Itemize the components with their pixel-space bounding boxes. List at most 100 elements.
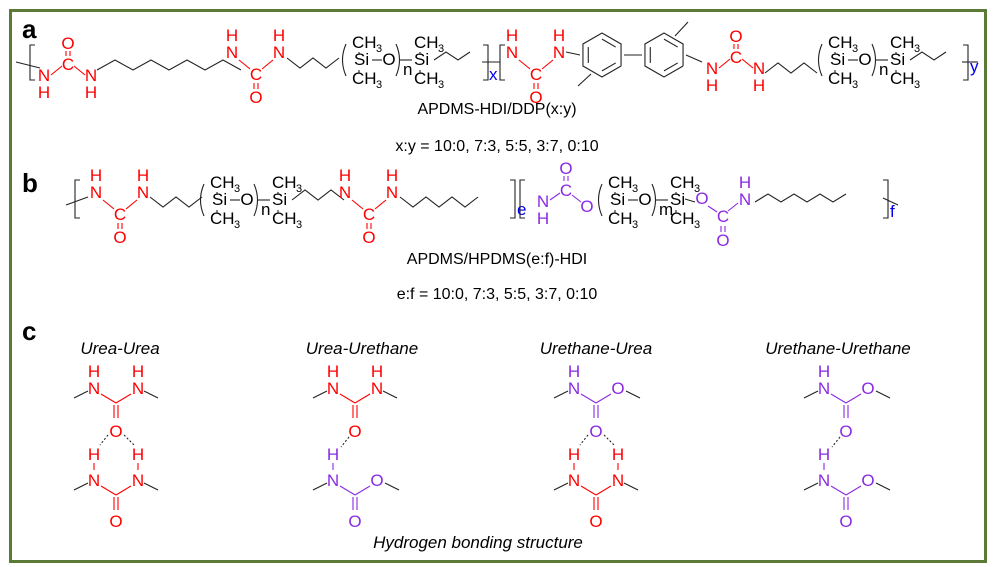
bond [623, 482, 639, 491]
subscript-x: x [489, 65, 498, 84]
subscript-3: 3 [376, 79, 382, 91]
silicon: Si [212, 190, 227, 209]
bond [382, 390, 398, 399]
alkyl-chain [433, 51, 471, 61]
bond [65, 196, 89, 206]
bond [727, 202, 739, 212]
bond [354, 485, 371, 496]
methyl-label: CH [414, 69, 439, 88]
subscript-3: 3 [296, 183, 302, 195]
bond [830, 393, 847, 404]
nitrogen: N [226, 43, 238, 62]
subscript-3: 3 [438, 79, 444, 91]
bond [718, 58, 731, 69]
bond [741, 58, 754, 69]
carbon: C [560, 181, 572, 200]
panel-label-b: b [22, 168, 38, 198]
silicon: Si [414, 50, 429, 69]
oxygen: O [249, 88, 262, 107]
bond [100, 485, 117, 496]
methyl-label: CH [670, 209, 695, 228]
alkyl-chain [286, 57, 340, 69]
oxygen: O [716, 231, 729, 250]
bond [312, 390, 328, 399]
bond [339, 485, 356, 496]
bond [115, 485, 132, 496]
methyl-label: CH [210, 173, 235, 192]
panel-label-c: c [22, 316, 36, 346]
nitrogen: N [537, 192, 549, 211]
bond [580, 393, 597, 404]
nitrogen: N [386, 183, 398, 202]
bond [875, 482, 891, 491]
hydrogen: H [537, 209, 549, 228]
oxygen: O [611, 379, 624, 398]
oxygen: O [858, 50, 871, 69]
benzene-ring-1 [582, 32, 622, 78]
bond [684, 198, 696, 203]
hydrogen: H [706, 76, 718, 95]
hydrogen-bond [579, 434, 589, 446]
bond [261, 59, 274, 70]
bond [339, 393, 356, 404]
bond [845, 485, 862, 496]
nitrogen: N [739, 190, 751, 209]
aromatic-bond [601, 38, 616, 48]
hydrogen: H [568, 445, 580, 464]
bracket-b1-right [510, 179, 516, 219]
paren-close [651, 183, 657, 217]
paren-open [597, 183, 603, 217]
oxygen: O [695, 189, 708, 208]
bond [100, 393, 117, 404]
subscript-3: 3 [914, 43, 920, 55]
methyl-label: CH [890, 69, 915, 88]
hydrogen-bond [340, 436, 350, 448]
silicon: Si [890, 50, 905, 69]
nitrogen: N [85, 66, 97, 85]
oxygen: O [861, 379, 874, 398]
hydrogen: H [137, 166, 149, 185]
hydrogen: H [226, 26, 238, 45]
bond [102, 199, 115, 210]
bond [15, 61, 41, 69]
methyl-label: CH [352, 33, 377, 52]
bond [312, 482, 328, 491]
bond [845, 393, 862, 404]
subscript-3: 3 [852, 43, 858, 55]
hydrogen: H [327, 445, 339, 464]
silicon: Si [830, 50, 845, 69]
hbond-title-1: Urea-Urea [80, 339, 159, 358]
bond [238, 59, 251, 70]
subscript-3: 3 [234, 219, 240, 231]
hydrogen: H [88, 445, 100, 464]
methyl-label: CH [608, 173, 633, 192]
bond [115, 393, 132, 404]
bond [803, 482, 819, 491]
oxygen: O [839, 422, 852, 441]
methyl-label: CH [828, 69, 853, 88]
hydrogen: H [371, 362, 383, 381]
carbon: C [62, 55, 74, 74]
bond [565, 51, 581, 56]
oxygen: O [348, 422, 361, 441]
methyl-label: CH [608, 209, 633, 228]
bond [685, 54, 703, 63]
hydrogen: H [273, 26, 285, 45]
nitrogen: N [818, 471, 830, 490]
hydrogen: H [506, 26, 518, 45]
hydrogen: H [85, 83, 97, 102]
subscript-3: 3 [694, 183, 700, 195]
nitrogen: N [273, 43, 285, 62]
paren-open [817, 43, 823, 77]
methyl-label: CH [414, 33, 439, 52]
hydrogen: H [818, 362, 830, 381]
nitrogen: N [568, 379, 580, 398]
alkyl-chain [764, 62, 818, 74]
hydrogen: H [386, 166, 398, 185]
bond [553, 390, 569, 399]
bracket-b2-right [883, 179, 889, 219]
paren-open [199, 183, 205, 217]
hydrogen: H [327, 362, 339, 381]
oxygen: O [240, 190, 253, 209]
